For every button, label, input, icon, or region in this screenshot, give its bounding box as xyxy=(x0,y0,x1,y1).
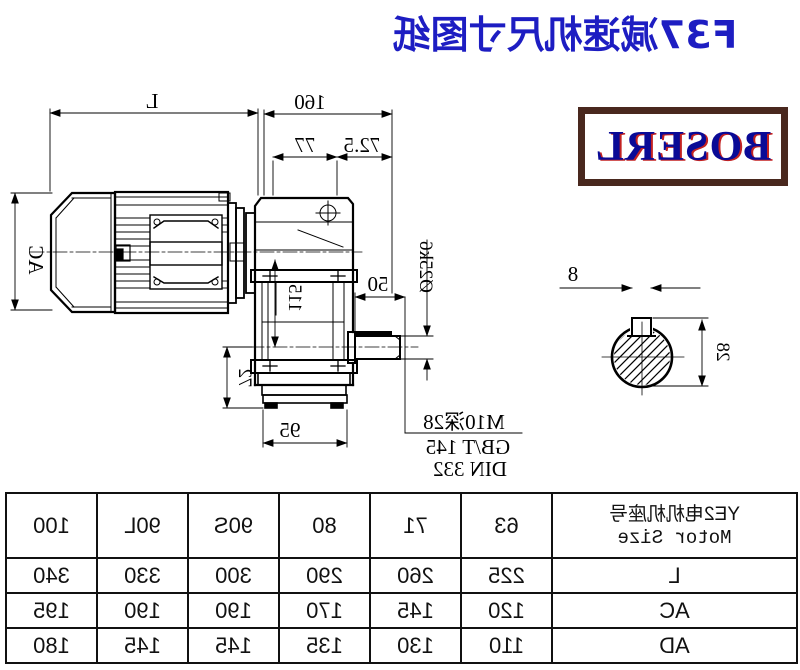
motor-side-view xyxy=(49,190,256,315)
dimension-table: YE2电机机座号 Motor Size 63 71 80 90S 90L 100… xyxy=(5,492,798,664)
dim-50: 50 xyxy=(368,272,389,296)
row-label-AC: AC xyxy=(552,593,797,628)
dim-AC: AC xyxy=(24,245,48,274)
cell: 260 xyxy=(370,558,461,593)
cell: 225 xyxy=(461,558,552,593)
cell: 190 xyxy=(188,593,279,628)
note-din-standard: DIN 332 xyxy=(433,457,507,481)
note-gb-standard: GB/T 145 xyxy=(426,435,510,459)
cell: 340 xyxy=(6,558,97,593)
dim-77: 77 xyxy=(295,133,316,157)
cell: 300 xyxy=(188,558,279,593)
cell: 135 xyxy=(279,628,370,663)
table-row-AC: AC 120 145 170 190 190 195 xyxy=(6,593,797,628)
dim-shaft-dia: Ø25k6 xyxy=(415,241,436,293)
col-63: 63 xyxy=(461,493,552,558)
motor-size-header-cell: YE2电机机座号 Motor Size xyxy=(552,493,797,558)
col-90L: 90L xyxy=(97,493,188,558)
cell: 190 xyxy=(97,593,188,628)
cell: 195 xyxy=(6,593,97,628)
motor-size-header-cn: YE2电机机座号 xyxy=(609,503,740,525)
cell: 330 xyxy=(97,558,188,593)
cell: 180 xyxy=(6,628,97,663)
cell: 130 xyxy=(370,628,461,663)
cell: 145 xyxy=(188,628,279,663)
cell: 145 xyxy=(370,593,461,628)
dim-115: 115 xyxy=(284,284,305,312)
col-100: 100 xyxy=(6,493,97,558)
dim-72: 72 xyxy=(234,369,255,388)
page-title: F37减速机尺寸图纸 xyxy=(392,13,738,57)
note-tap-hole: M10深28 xyxy=(423,410,505,434)
dim-160: 160 xyxy=(294,90,326,114)
dim-key-height: 28 xyxy=(712,343,733,362)
table-row-L: L 225 260 290 300 330 340 xyxy=(6,558,797,593)
shaft-section-view xyxy=(601,316,685,396)
cell: 290 xyxy=(279,558,370,593)
dimension-labels: L 160 72.5 77 AC 50 Ø25k6 115 72 95 M10深… xyxy=(24,89,733,481)
dim-72-5: 72.5 xyxy=(344,133,381,157)
cell: 170 xyxy=(279,593,370,628)
cell: 110 xyxy=(461,628,552,663)
cell: 120 xyxy=(461,593,552,628)
col-90S: 90S xyxy=(188,493,279,558)
table-row-AD: AD 110 130 135 145 145 180 xyxy=(6,628,797,663)
gearmotor-drawing: L 160 72.5 77 AC 50 Ø25k6 115 72 95 M10深… xyxy=(10,89,733,481)
dim-95: 95 xyxy=(280,418,301,442)
gearbox-side-view xyxy=(250,196,401,409)
motor-size-header-en: Motor Size xyxy=(617,526,732,549)
col-71: 71 xyxy=(370,493,461,558)
dimensions xyxy=(10,108,709,448)
table-header-row: YE2电机机座号 Motor Size 63 71 80 90S 90L 100 xyxy=(6,493,797,558)
dim-key-width: 8 xyxy=(568,262,579,286)
row-label-AD: AD xyxy=(552,628,797,663)
dim-L: L xyxy=(146,89,159,113)
cell: 145 xyxy=(97,628,188,663)
col-80: 80 xyxy=(279,493,370,558)
row-label-L: L xyxy=(552,558,797,593)
